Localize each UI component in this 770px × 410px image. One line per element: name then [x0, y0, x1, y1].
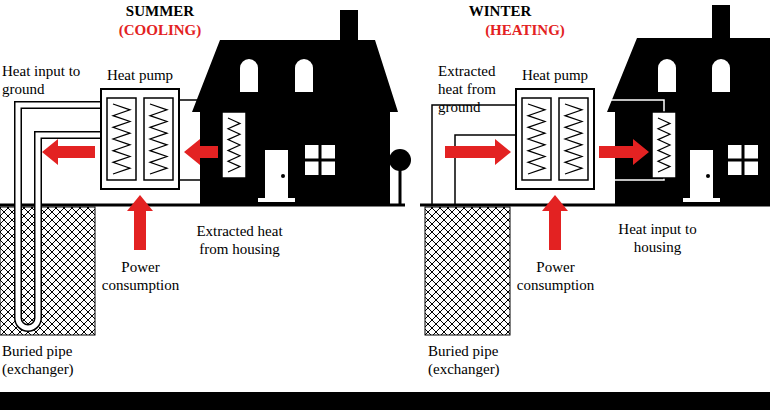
coil-winding: [113, 104, 130, 174]
season-heading: (COOLING): [105, 21, 215, 39]
season-heading: SUMMER: [110, 2, 210, 20]
heat-pump-box: Heat pump: [515, 88, 595, 190]
coil-winding: [565, 104, 582, 174]
annotation: Power consumption: [93, 258, 188, 294]
coil-winding: [150, 104, 167, 174]
season-heading: (HEATING): [470, 21, 580, 39]
buried-pipe: [18, 105, 100, 328]
pipe-lead: [432, 105, 515, 205]
node-label: Heat pump: [507, 66, 603, 84]
buried-pipe: [18, 105, 100, 328]
bottom-bar: [0, 392, 770, 410]
season-heading: WINTER: [450, 2, 550, 20]
heat-arrow: [184, 139, 218, 165]
annotation: Extracted heat from housing: [192, 222, 287, 258]
coil-box: [222, 112, 246, 178]
house: [607, 5, 770, 205]
coil-winding: [658, 118, 670, 172]
annotation: Power consumption: [508, 258, 603, 294]
ground-hatch: [425, 207, 510, 335]
coil-box: [144, 98, 173, 180]
heat-arrow: [445, 139, 511, 165]
coil-winding: [228, 118, 240, 172]
house: [192, 10, 398, 205]
heat-arrow: [127, 195, 153, 250]
coil-box: [522, 98, 551, 180]
heat-arrow: [42, 139, 95, 165]
heat-pump-box: Heat pump: [100, 88, 180, 190]
coil-winding: [528, 104, 545, 174]
node-label: Heat pump: [92, 66, 188, 84]
coils: [107, 98, 676, 180]
coil-box: [652, 112, 676, 178]
annotation: Heat input to housing: [610, 220, 705, 256]
tree: [389, 149, 411, 205]
heat-arrow: [599, 139, 649, 165]
annotation: Heat input to ground: [2, 62, 82, 98]
coil-box: [107, 98, 136, 180]
heat-arrow: [542, 195, 568, 250]
annotation: Extracted heat from ground: [438, 62, 518, 116]
annotation: Buried pipe (exchanger): [2, 342, 112, 378]
annotation: Buried pipe (exchanger): [428, 342, 538, 378]
coil-box: [559, 98, 588, 180]
heat-arrows: [42, 139, 649, 250]
